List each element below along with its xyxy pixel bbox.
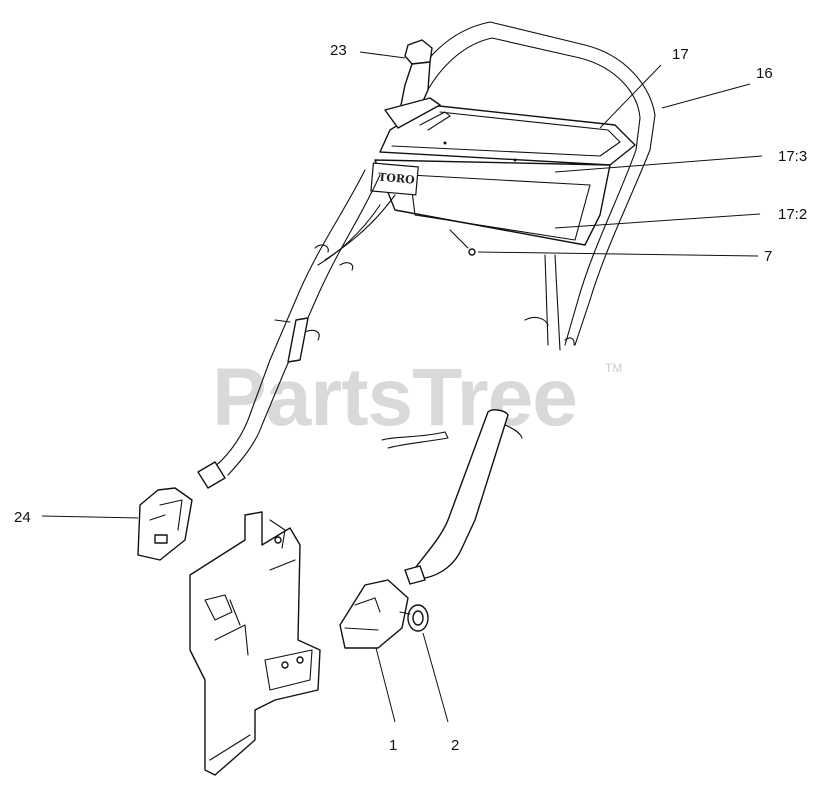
callout-17: 17 <box>672 46 689 63</box>
callout-17-3: 17:3 <box>778 148 807 165</box>
console-17: TORO <box>370 104 636 246</box>
watermark-text: PartsTree <box>212 352 577 443</box>
rear-bracket-assembly <box>189 511 321 776</box>
bracket-24 <box>137 487 193 561</box>
watermark-trademark: TM <box>605 361 622 375</box>
screw-7 <box>449 229 476 256</box>
left-handle-tube <box>197 169 396 489</box>
lower-bracket-1 <box>339 579 409 649</box>
callout-7: 7 <box>764 248 772 265</box>
knob-2 <box>399 604 429 632</box>
callout-1: 1 <box>389 737 397 754</box>
callout-24: 24 <box>14 509 31 526</box>
toro-brand-label: TORO <box>378 171 416 187</box>
callout-17-2: 17:2 <box>778 206 807 223</box>
callout-labels: 23 17 16 17:3 17:2 7 24 1 2 <box>14 42 807 754</box>
upper-handle-16 <box>404 21 656 351</box>
callout-16: 16 <box>756 65 773 82</box>
callout-23: 23 <box>330 42 347 59</box>
control-lever-23 <box>384 39 451 131</box>
spring-wire <box>381 431 449 449</box>
right-handle-tube <box>404 409 523 585</box>
callout-leaders <box>41 51 763 723</box>
callout-2: 2 <box>451 737 459 754</box>
